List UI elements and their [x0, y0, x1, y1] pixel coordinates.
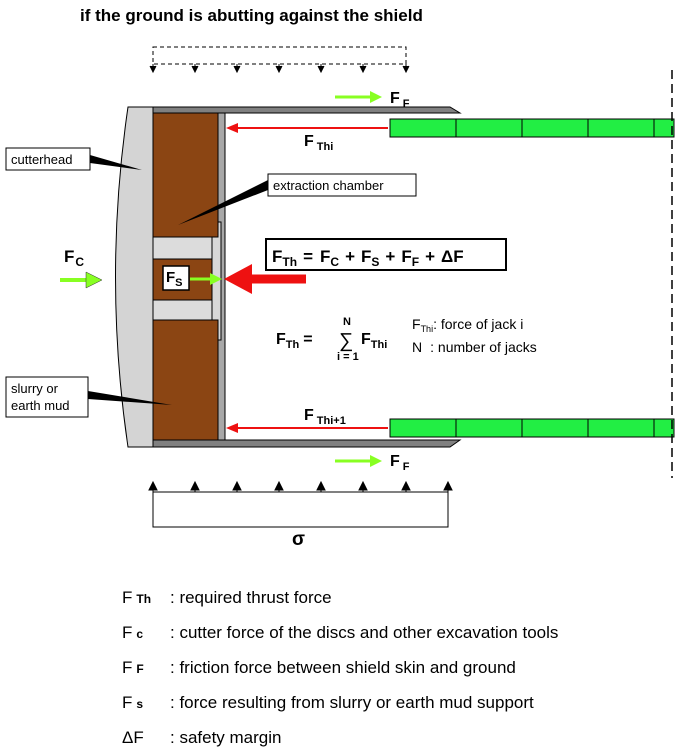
legend-symbol: ΔF	[122, 728, 144, 747]
fs-label: FS	[166, 269, 183, 289]
slurry-callout	[5, 376, 172, 418]
sum-term: FThi	[361, 331, 387, 351]
support-force-arrow	[190, 273, 222, 285]
friction-arrow-top	[335, 91, 382, 103]
thrust-arrow-bottom	[226, 423, 388, 433]
fc-label: FC	[64, 247, 84, 269]
chamber-gap-upper	[152, 236, 213, 260]
legend-description: : friction force between shield skin and…	[170, 658, 516, 677]
ground-pressure-sigma	[148, 480, 453, 528]
sum-sigma: ∑	[339, 330, 353, 352]
sigma-label: σ	[292, 529, 305, 550]
support-pressure-arrow	[224, 264, 306, 294]
fs-box	[162, 265, 190, 291]
legend-symbol: F	[122, 693, 133, 712]
sum-upper: N	[343, 316, 351, 328]
extraction-chamber-label: extraction chamber	[273, 178, 384, 193]
legend-description: : force resulting from slurry or earth m…	[170, 693, 534, 712]
cutterhead-callout	[5, 147, 142, 171]
top-ground-load	[149, 46, 410, 74]
thrust-equation: FTh=FC+FS+FF+ΔF	[272, 247, 464, 269]
sum-lhs: FTh=	[276, 331, 313, 351]
jack-row-top	[389, 118, 675, 138]
chamber-lower	[152, 319, 219, 441]
slurry-label-line2: earth mud	[11, 398, 70, 413]
thrust-arrow-top	[226, 123, 388, 133]
legend-description: : cutter force of the discs and other ex…	[170, 623, 559, 642]
shield-skin-bottom	[152, 439, 462, 448]
jack-row-bottom	[389, 418, 675, 438]
jack-note-line1: FThi: force of jack i	[412, 316, 523, 334]
sum-lower: i = 1	[337, 351, 359, 363]
legend-subscript: c	[136, 627, 144, 641]
equation-box	[265, 238, 507, 271]
legend-symbol: F	[122, 658, 133, 677]
cutterhead	[115, 106, 154, 448]
legend-symbol: F	[122, 588, 133, 607]
legend-description: : required thrust force	[170, 588, 332, 607]
shield-diagram: cutterhead extraction chamber slurry or …	[5, 46, 675, 550]
chamber-upper	[152, 112, 219, 238]
cutterhead-label: cutterhead	[11, 152, 72, 167]
cutter-force-arrow	[60, 271, 103, 289]
legend-subscript: s	[136, 697, 144, 711]
chamber-gap-lower	[152, 299, 213, 321]
legend-subscript: F	[136, 662, 144, 676]
jack-note-line2: N: number of jacks	[412, 339, 537, 355]
legend-subscript: Th	[136, 592, 152, 606]
friction-arrow-bottom	[335, 455, 382, 467]
diagram-title: if the ground is abutting against the sh…	[80, 6, 423, 25]
legend-description: : safety margin	[170, 728, 282, 747]
legend-symbol: F	[122, 623, 133, 642]
shield-skin-top	[152, 106, 462, 114]
chamber-callout	[178, 173, 417, 225]
slurry-label-line1: slurry or	[11, 381, 59, 396]
